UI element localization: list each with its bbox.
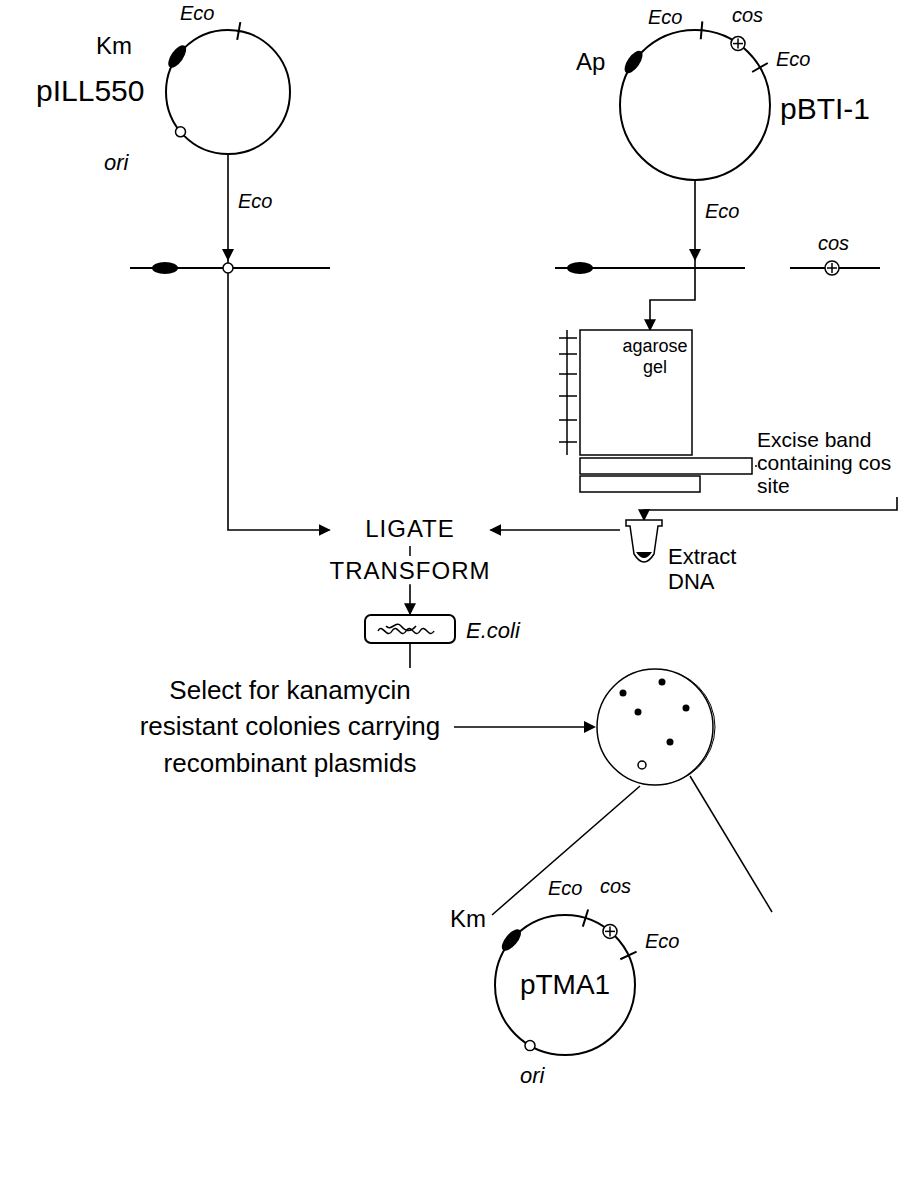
connector-label: Eco — [705, 200, 739, 222]
cos-symbol — [603, 924, 617, 938]
tube-liquid — [636, 552, 652, 558]
bacterial-cell: E.coli — [364, 614, 456, 644]
cos-symbol — [731, 37, 745, 51]
site-label: cos — [818, 232, 849, 254]
dish-outline — [597, 669, 713, 785]
cos-symbol — [825, 261, 839, 275]
step-tick — [409, 546, 411, 556]
ladder-mark — [559, 337, 577, 339]
organism-label: E.coli — [466, 618, 520, 643]
zoom-line — [690, 776, 772, 912]
step-label: Extract DNA — [668, 544, 768, 595]
bacterial-cell-shape — [366, 616, 454, 642]
ladder-mark — [559, 441, 577, 443]
resistance-gene — [165, 42, 190, 70]
cos-symbol — [831, 263, 833, 273]
connector — [409, 584, 411, 614]
sample-tube: Extract DNA — [620, 520, 770, 600]
pointer-line — [454, 726, 586, 728]
restriction-site — [701, 21, 703, 39]
origin-label: ori — [520, 1063, 544, 1088]
restriction-site — [620, 952, 636, 960]
gel-label: agarose gel — [621, 336, 689, 377]
site-label: cos — [600, 875, 631, 898]
connector-label: Eco — [238, 190, 272, 212]
restriction-site — [237, 22, 240, 40]
resistance-gene — [498, 926, 524, 954]
colony — [667, 739, 674, 746]
plasmid: pBTI-1ApEcocosEco — [620, 30, 770, 180]
colony — [638, 761, 646, 769]
gel-band — [580, 458, 752, 474]
origin-label: ori — [104, 150, 128, 175]
resistance-gene — [567, 262, 593, 274]
cos-symbol — [737, 39, 739, 49]
connector — [409, 644, 411, 668]
restriction-site — [583, 909, 588, 926]
connector-label: Excise band containing cos site — [757, 428, 907, 497]
step-label: TRANSFORM — [330, 557, 491, 585]
plasmid-circle — [495, 915, 635, 1055]
connector — [492, 786, 640, 915]
plasmid-name: pTMA1 — [520, 969, 610, 1001]
colony — [620, 690, 627, 697]
plasmid: pILL550KmEcoori — [166, 30, 290, 154]
ladder-mark — [559, 373, 577, 375]
arrow-head — [689, 249, 701, 261]
resistance-gene — [621, 48, 646, 76]
arrow-head — [584, 721, 596, 733]
plasmid-name: pBTI-1 — [780, 92, 870, 127]
arrow-head — [222, 249, 234, 261]
resistance-gene — [152, 262, 178, 274]
connector — [228, 154, 330, 530]
connector — [491, 529, 621, 531]
ladder-mark — [559, 395, 577, 397]
colony — [659, 679, 666, 686]
gel-band — [580, 476, 700, 492]
gene-label: Km — [96, 32, 132, 60]
gene-label: Km — [450, 905, 486, 933]
agarose-gel: agarose gel — [555, 330, 755, 495]
origin-symbol — [223, 263, 233, 273]
plasmid: pTMA1KmEcocosEcoori — [495, 915, 635, 1055]
site-label: Eco — [776, 48, 810, 71]
plasmid-name: pILL550 — [36, 74, 144, 109]
colony — [635, 709, 642, 716]
step-note: Select for kanamycin resistant colonies … — [130, 672, 450, 781]
connector — [650, 180, 695, 330]
chromosome-squiggle — [378, 624, 434, 633]
site-label: Eco — [645, 930, 679, 953]
gel-ladder — [566, 330, 568, 455]
step-box: LIGATE TRANSFORM — [330, 515, 491, 584]
tube-outline — [626, 520, 662, 562]
restriction-site — [752, 63, 768, 72]
dna-fragment — [790, 267, 880, 269]
petri-dish: Select for kanamycin resistant colonies … — [130, 668, 715, 786]
origin-symbol — [176, 127, 186, 137]
colony — [683, 705, 690, 712]
cos-symbol — [609, 926, 611, 936]
gene-label: Ap — [576, 48, 605, 76]
site-label: Eco — [548, 877, 582, 900]
ladder-mark — [559, 353, 577, 355]
plasmid-circle — [620, 30, 770, 180]
step-label: LIGATE — [330, 515, 491, 543]
plasmid-shape — [166, 30, 290, 154]
site-label: Eco — [648, 6, 682, 29]
ladder-mark — [559, 419, 577, 421]
gel-slab — [580, 330, 692, 455]
plasmid-shape — [620, 30, 770, 180]
site-label: cos — [732, 4, 763, 27]
origin-symbol — [525, 1041, 535, 1051]
site-label: Eco — [180, 2, 214, 25]
